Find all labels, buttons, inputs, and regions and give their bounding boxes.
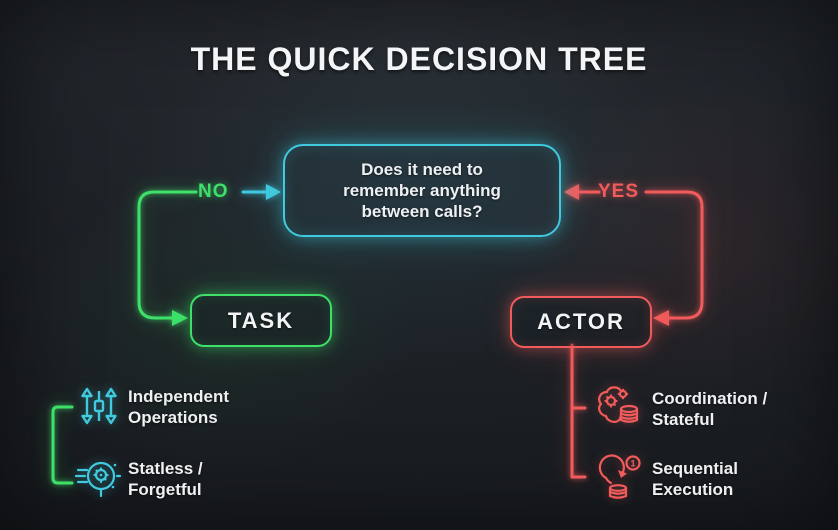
no-branch-arrowhead <box>172 310 188 326</box>
question-line-2: remember anything <box>343 181 501 200</box>
no-to-question-arrowhead <box>266 184 281 200</box>
yes-branch-label: YES <box>598 181 640 202</box>
coordination-stateful-icon <box>598 386 639 423</box>
question-line-1: Does it need to <box>361 160 483 179</box>
task-item-1-line-1: Independent <box>128 387 230 406</box>
question-line-3: between calls? <box>361 202 483 221</box>
task-item-1-line-2: Operations <box>128 408 218 427</box>
actor-items-connector <box>570 343 587 479</box>
yes-branch-line <box>644 190 704 320</box>
yes-branch-arrowhead <box>653 310 669 326</box>
sequential-execution-icon: 1 <box>598 454 641 499</box>
actor-node: ACTOR <box>510 296 652 348</box>
task-node-label: TASK <box>227 307 295 333</box>
sequential-badge-number: 1 <box>630 459 636 470</box>
no-branch-line <box>137 190 198 320</box>
no-branch-label: NO <box>198 181 229 202</box>
task-items-bracket <box>51 405 74 485</box>
task-node: TASK <box>190 294 332 347</box>
yes-to-question-arrowhead <box>564 184 579 200</box>
task-item-2-line-1: Statless / <box>128 459 203 478</box>
actor-item-1-line-1: Coordination / <box>652 389 768 408</box>
actor-item-2-line-2: Execution <box>652 480 734 499</box>
actor-item-1-line-2: Stateful <box>652 410 715 429</box>
question-box: Does it need to remember anything betwee… <box>283 144 561 237</box>
actor-node-label: ACTOR <box>537 309 625 334</box>
actor-item-1-label: Coordination / Stateful <box>652 388 767 430</box>
page-title: THE QUICK DECISION TREE <box>190 41 648 77</box>
actor-item-2-line-1: Sequential <box>652 459 738 478</box>
actor-item-2-label: Sequential Execution <box>652 458 738 500</box>
stateless-forgetful-icon <box>74 461 122 498</box>
task-item-2-label: Statless / Forgetful <box>128 458 203 500</box>
task-item-1-label: Independent Operations <box>128 386 229 428</box>
task-item-2-line-2: Forgetful <box>128 480 202 499</box>
independent-operations-icon <box>81 387 117 425</box>
